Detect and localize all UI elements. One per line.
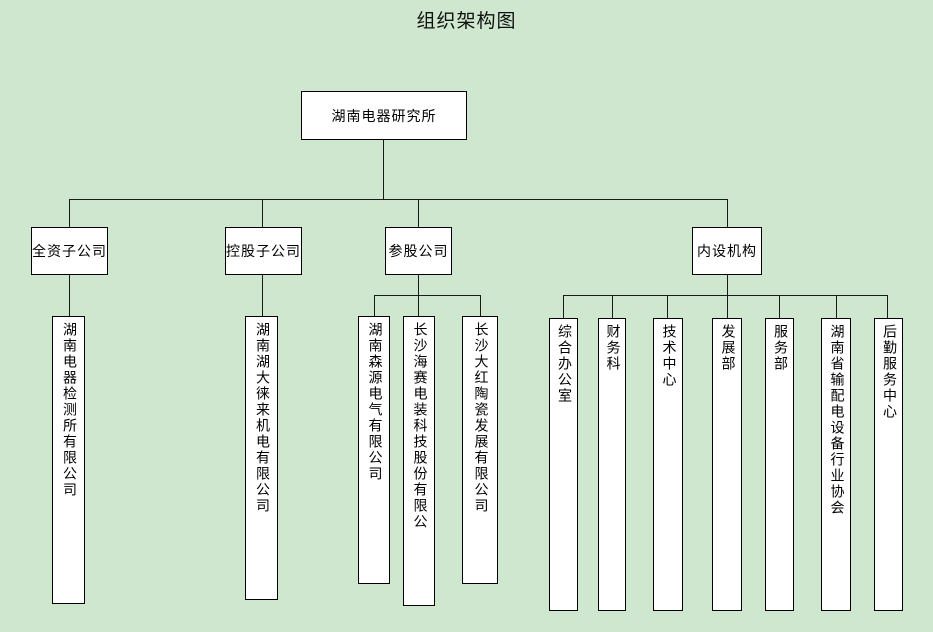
node-holding-label: 控股子公司: [226, 244, 301, 260]
connector-internal-drop-6: [836, 295, 837, 318]
connector-equity-drop-1: [374, 295, 375, 316]
connector-root-stem: [383, 140, 384, 199]
node-leaf-haisai-electric-assembly[interactable]: 长沙海赛电装科技股份有限公: [403, 316, 435, 606]
node-root-label: 湖南电器研究所: [331, 108, 437, 125]
connector-internal-drop-1: [563, 295, 564, 318]
node-leaf-label: 长沙海赛电装科技股份有限公: [411, 322, 428, 530]
node-leaf-hudalailai-electromechanical[interactable]: 湖南湖大徕来机电有限公司: [245, 316, 278, 600]
node-equity-label: 参股公司: [388, 244, 449, 260]
node-leaf-finance-section[interactable]: 财务科: [598, 318, 626, 611]
connector-internal-drop-5: [779, 295, 780, 318]
node-leaf-dahong-ceramics[interactable]: 长沙大红陶瓷发展有限公司: [462, 316, 498, 584]
node-leaf-label: 后勤服务中心: [881, 324, 898, 420]
connector-internal-drop-3: [667, 295, 668, 318]
connector-internal-drop-2: [612, 295, 613, 318]
node-wholly-owned-label: 全资子公司: [32, 244, 107, 260]
connector-holding-child: [262, 275, 263, 316]
node-leaf-power-equipment-association[interactable]: 湖南省输配电设备行业协会: [821, 318, 851, 611]
node-root[interactable]: 湖南电器研究所: [301, 91, 467, 140]
node-leaf-development-department[interactable]: 发展部: [712, 318, 742, 611]
connector-drop-wholly-owned: [69, 199, 70, 227]
page-title: 组织架构图: [416, 10, 517, 32]
connector-wholly-owned-child: [69, 275, 70, 316]
node-leaf-technology-center[interactable]: 技术中心: [653, 318, 683, 611]
node-leaf-label: 湖南森源电气有限公司: [366, 322, 383, 482]
node-leaf-label: 发展部: [719, 324, 736, 372]
connector-drop-internal: [727, 199, 728, 227]
node-leaf-label: 湖南湖大徕来机电有限公司: [254, 322, 271, 514]
node-leaf-label: 技术中心: [660, 324, 677, 388]
node-equity[interactable]: 参股公司: [385, 227, 452, 275]
connector-equity-stem: [418, 275, 419, 295]
connector-internal-stem: [727, 275, 728, 295]
node-internal-label: 内设机构: [697, 244, 757, 260]
connector-equity-drop-2: [418, 295, 419, 316]
node-leaf-label: 湖南电器检测所有限公司: [61, 322, 78, 498]
node-leaf-general-office[interactable]: 综合办公室: [549, 318, 578, 611]
connector-level2-bus: [69, 199, 727, 200]
node-leaf-label: 综合办公室: [556, 324, 573, 404]
node-internal[interactable]: 内设机构: [692, 227, 762, 275]
node-leaf-senyuan-electric[interactable]: 湖南森源电气有限公司: [358, 316, 390, 584]
connector-internal-drop-4: [727, 295, 728, 318]
connector-drop-holding: [262, 199, 263, 227]
node-leaf-logistics-service-center[interactable]: 后勤服务中心: [874, 318, 903, 611]
node-holding[interactable]: 控股子公司: [225, 227, 302, 275]
connector-internal-bus: [563, 295, 888, 296]
connector-equity-bus: [374, 295, 481, 296]
node-leaf-label: 财务科: [604, 324, 621, 372]
node-leaf-service-department[interactable]: 服务部: [765, 318, 794, 611]
node-leaf-label: 湖南省输配电设备行业协会: [828, 324, 845, 516]
node-wholly-owned[interactable]: 全资子公司: [31, 227, 108, 275]
node-leaf-label: 服务部: [772, 324, 789, 372]
node-leaf-label: 长沙大红陶瓷发展有限公司: [472, 322, 489, 514]
connector-internal-drop-7: [887, 295, 888, 318]
connector-equity-drop-3: [480, 295, 481, 316]
node-leaf-hunan-electric-testing[interactable]: 湖南电器检测所有限公司: [52, 316, 85, 604]
connector-drop-equity: [418, 199, 419, 227]
